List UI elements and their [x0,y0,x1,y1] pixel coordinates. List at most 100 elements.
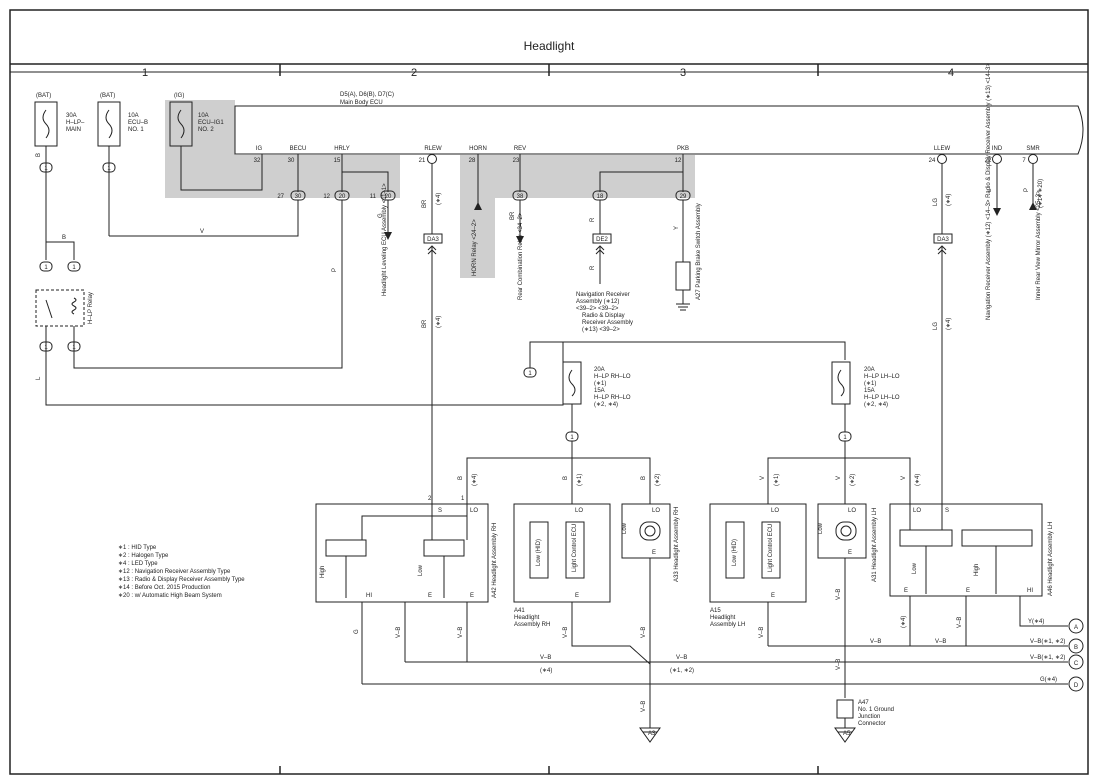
svg-text:BR: BR [422,199,428,208]
svg-text:Headlight: Headlight [514,615,540,621]
svg-text:A42 Headlight Assembly RH: A42 Headlight Assembly RH [492,523,498,598]
svg-text:E: E [470,593,474,599]
svg-text:E: E [428,593,432,599]
main-body-ecu-box [234,105,1084,155]
ground-a3: A3 [639,727,661,743]
svg-text:32: 32 [254,158,261,164]
svg-text:L: L [36,376,42,380]
svg-text:(∗4): (∗4) [540,668,552,674]
svg-text:1: 1 [44,345,48,351]
svg-text:V–B: V–B [458,627,464,638]
legend-item: ∗14 : Before Oct. 2015 Production [118,585,210,591]
wires-left: B B V P G L [36,146,392,380]
fuse-ecub: (BAT) 10A ECU–B NO. 1 [97,93,148,147]
svg-text:(∗1, ∗2): (∗1, ∗2) [670,668,694,674]
svg-text:LO: LO [470,508,478,514]
svg-text:Assembly RH: Assembly RH [514,622,550,628]
ecu-title-1: D5(A), D6(B), D7(C) [340,92,394,98]
svg-text:A27 Parking Brake Switch Assem: A27 Parking Brake Switch Assembly [696,203,702,300]
svg-text:Headlight: Headlight [710,615,736,621]
svg-text:(∗14 ∗20): (∗14 ∗20) [1038,179,1044,208]
svg-text:Assembly (∗12): Assembly (∗12) [576,299,619,305]
svg-text:Receiver Assembly: Receiver Assembly [582,320,633,326]
svg-text:38: 38 [517,194,524,200]
svg-text:Low (HID): Low (HID) [536,539,542,566]
svg-text:(IG): (IG) [174,93,184,99]
svg-text:24: 24 [929,158,936,164]
headlight-a33-rh: Low LO E A33 Headlight Assembly RH [621,503,680,582]
headlight-a46-lh: Low High LO S E E HI A46 Headlight Assem… [889,503,1054,597]
svg-text:1: 1 [570,435,574,441]
svg-text:B: B [563,476,569,480]
svg-text:HORN Relay <24–2>: HORN Relay <24–2> [472,219,478,276]
svg-text:E: E [575,593,579,599]
svg-text:(∗4): (∗4) [946,194,952,206]
svg-text:S: S [945,508,949,514]
svg-text:29: 29 [680,194,687,200]
svg-text:28: 28 [469,158,476,164]
svg-text:V: V [836,476,842,480]
svg-text:V: V [901,476,907,480]
svg-text:HORN: HORN [469,146,487,152]
svg-text:18: 18 [597,194,604,200]
svg-text:H–LP Relay: H–LP Relay [88,292,94,324]
svg-text:(∗4): (∗4) [472,474,478,486]
column-ticks [279,64,819,774]
svg-text:Navigation Receiver: Navigation Receiver [576,292,630,298]
svg-text:B: B [36,153,42,157]
svg-text:20: 20 [339,194,346,200]
svg-text:20: 20 [385,194,392,200]
svg-text:Light Control ECU: Light Control ECU [768,524,774,572]
svg-text:(BAT): (BAT) [100,93,115,99]
svg-text:R: R [590,265,596,270]
svg-text:V: V [760,476,766,480]
svg-text:LO: LO [575,508,583,514]
shade-ecu-left [165,100,400,198]
svg-text:ECU–IG1: ECU–IG1 [198,120,224,126]
svg-text:V–B: V–B [396,627,402,638]
svg-text:21: 21 [419,158,426,164]
svg-text:HRLY: HRLY [334,146,350,152]
svg-text:Low: Low [418,564,424,576]
svg-text:12: 12 [323,194,330,200]
svg-text:P: P [1024,188,1030,192]
svg-text:P: P [332,268,338,272]
svg-text:HI: HI [1027,588,1033,594]
svg-text:30A: 30A [66,113,77,119]
svg-text:LO: LO [771,508,779,514]
svg-text:10A: 10A [128,113,139,119]
svg-text:NO. 2: NO. 2 [198,127,214,133]
svg-text:LG: LG [933,198,939,206]
svg-text:H–LP–: H–LP– [66,120,85,126]
legend-item: ∗13 : Radio & Display Receiver Assembly … [118,577,245,583]
ecu-title-2: Main Body ECU [340,100,383,106]
svg-text:NO. 1: NO. 1 [128,127,144,133]
svg-text:B: B [1074,645,1078,651]
svg-text:1: 1 [107,166,111,172]
svg-text:2: 2 [428,496,432,502]
svg-text:(BAT): (BAT) [36,93,51,99]
svg-text:(∗13) <39–2>: (∗13) <39–2> [582,327,620,333]
svg-text:V–B: V–B [759,627,765,638]
svg-text:MAIN: MAIN [66,127,81,133]
svg-text:LG: LG [933,322,939,330]
svg-text:Junction: Junction [858,714,880,720]
svg-text:(∗1): (∗1) [864,381,876,387]
svg-text:12: 12 [675,158,682,164]
column-3: 3 [680,67,686,79]
svg-text:1: 1 [72,345,76,351]
svg-text:15A: 15A [594,388,605,394]
svg-text:(∗4): (∗4) [946,318,952,330]
svg-text:15A: 15A [864,388,875,394]
svg-text:ECU–B: ECU–B [128,120,148,126]
svg-text:C: C [1074,661,1079,667]
svg-text:E: E [848,550,852,556]
wires-middle: DA3 BR (∗4) BR (∗4) HORN Relay <24–2> 38… [382,154,702,504]
svg-text:REV: REV [514,146,526,152]
svg-text:1: 1 [72,265,76,271]
svg-text:Rear Combination Relay <34–2>: Rear Combination Relay <34–2> [518,212,524,300]
legend-item: ∗12 : Navigation Receiver Assembly Type [118,569,231,575]
svg-text:A33 Headlight Assembly RH: A33 Headlight Assembly RH [674,507,680,582]
